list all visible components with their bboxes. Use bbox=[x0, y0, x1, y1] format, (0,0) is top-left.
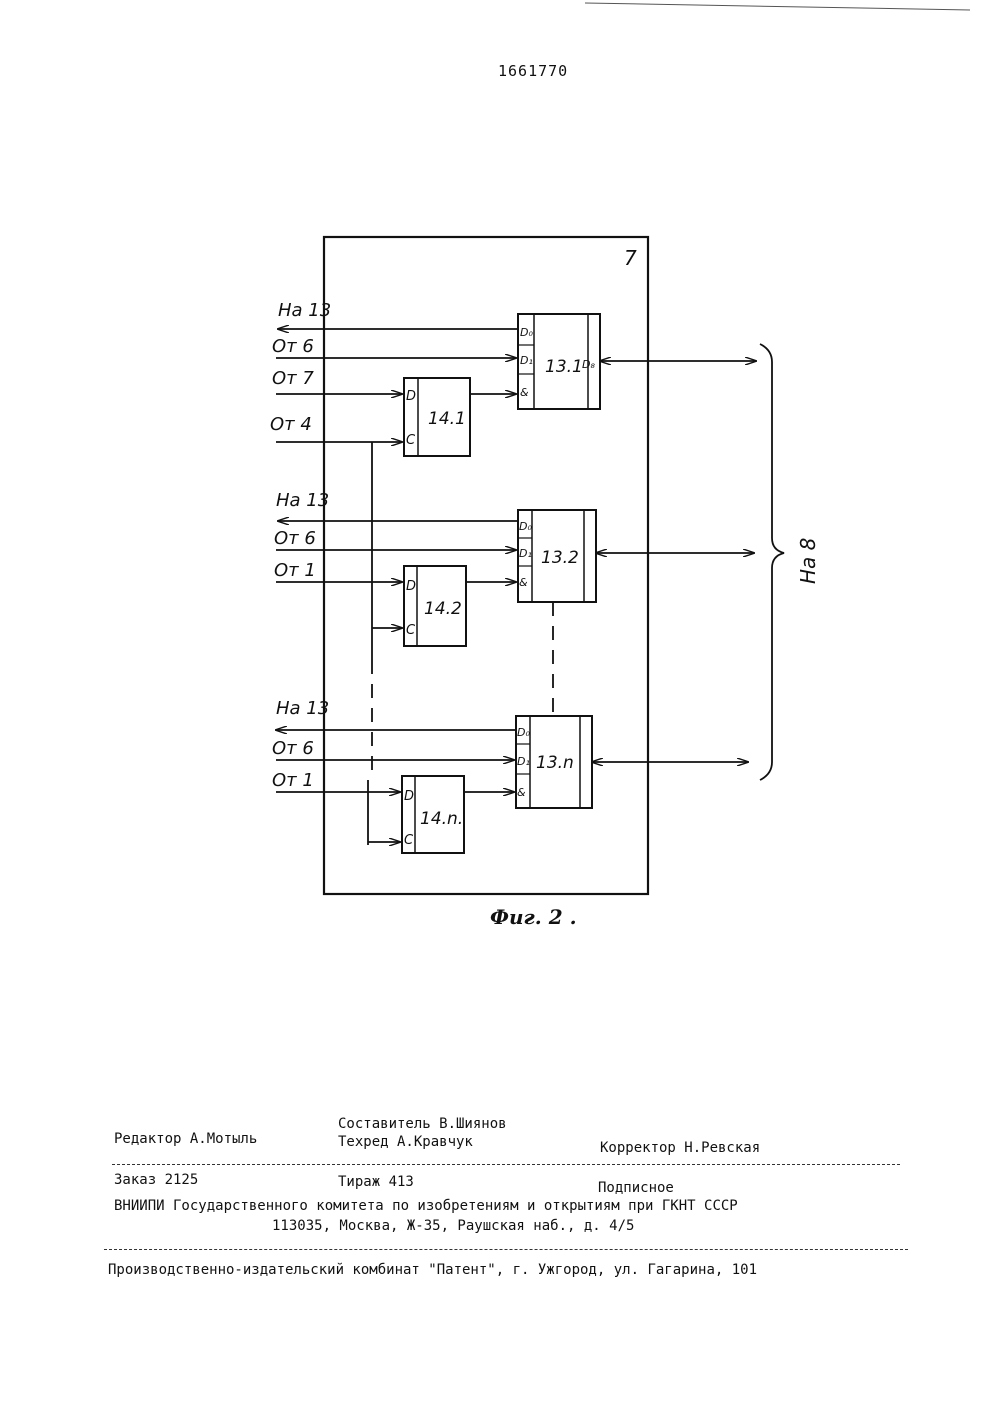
in1-label-1: От 7 bbox=[272, 368, 314, 389]
memory-pin-and-2: & bbox=[519, 576, 528, 589]
institute: ВНИИПИ Государственного комитета по изоб… bbox=[114, 1198, 738, 1214]
block-7-label: 7 bbox=[624, 246, 637, 270]
memory-pin-d0-n: D₀ bbox=[517, 726, 530, 739]
in1-label-n: От 1 bbox=[272, 770, 314, 791]
memory-pin-d1-1: D₁ bbox=[520, 354, 533, 367]
in1-label-2: От 1 bbox=[274, 560, 316, 581]
memory-pin-d0-1: D₀ bbox=[520, 326, 533, 339]
in6-label-2: От 6 bbox=[274, 528, 316, 549]
out-label-n: На 13 bbox=[276, 698, 329, 719]
memory-label-n: 13.n bbox=[536, 753, 574, 773]
corrector: Корректор Н.Ревская bbox=[600, 1140, 760, 1156]
memory-out-pin-1: D₈ bbox=[582, 358, 595, 371]
register-label-2: 14.2 bbox=[424, 599, 462, 619]
in4-label-1: От 4 bbox=[270, 414, 312, 435]
register-label-1: 14.1 bbox=[428, 409, 466, 429]
register-d-n: D bbox=[404, 789, 414, 804]
register-label-n: 14.n. bbox=[420, 809, 463, 829]
divider-bottom bbox=[104, 1249, 908, 1250]
channel-group-2: На 13 От 6 От 1 D C 14.2 13.2 D₀ D₁ & bbox=[274, 490, 754, 646]
channel-group-1: На 13 От 6 От 7 От 4 D C 14.1 13.1 D₀ D₁… bbox=[270, 300, 756, 456]
out-label-1: На 13 bbox=[278, 300, 331, 321]
subscription: Подписное bbox=[598, 1180, 674, 1196]
memory-pin-d1-2: D₁ bbox=[519, 547, 532, 560]
memory-label-2: 13.2 bbox=[541, 548, 579, 568]
channel-group-n: На 13 От 6 От 1 D C 14.n. 13.n D₀ D₁ & bbox=[272, 698, 748, 853]
compiler: Составитель В.Шиянов bbox=[338, 1116, 507, 1132]
register-c-n: C bbox=[404, 833, 414, 848]
circuit-diagram: 7 На 13 От 6 От 7 От 4 D C 14.1 13. bbox=[0, 0, 1000, 1000]
editor: Редактор А.Мотыль bbox=[114, 1131, 257, 1147]
techred: Техред А.Кравчук bbox=[338, 1134, 473, 1150]
memory-label-1: 13.1 bbox=[545, 357, 583, 377]
memory-pin-d0-2: D₀ bbox=[519, 520, 532, 533]
printer: Производственно-издательский комбинат "П… bbox=[108, 1262, 757, 1278]
address: 113035, Москва, Ж-35, Раушская наб., д. … bbox=[272, 1218, 634, 1234]
output-brace bbox=[760, 344, 784, 780]
memory-pin-and-1: & bbox=[520, 386, 529, 399]
memory-pin-and-n: & bbox=[517, 786, 526, 799]
memory-pin-d1-n: D₁ bbox=[517, 755, 530, 768]
in6-label-n: От 6 bbox=[272, 738, 314, 759]
output-label: На 8 bbox=[796, 538, 820, 584]
register-d-1: D bbox=[406, 389, 416, 404]
register-c-2: C bbox=[406, 623, 416, 638]
register-d-2: D bbox=[406, 579, 416, 594]
figure-caption: Фиг. 2 . bbox=[490, 905, 577, 929]
circulation: Тираж 413 bbox=[338, 1174, 414, 1190]
divider-top bbox=[112, 1164, 900, 1165]
order: Заказ 2125 bbox=[114, 1172, 198, 1188]
out-label-2: На 13 bbox=[276, 490, 329, 511]
in6-label-1: От 6 bbox=[272, 336, 314, 357]
register-c-1: C bbox=[406, 433, 416, 448]
